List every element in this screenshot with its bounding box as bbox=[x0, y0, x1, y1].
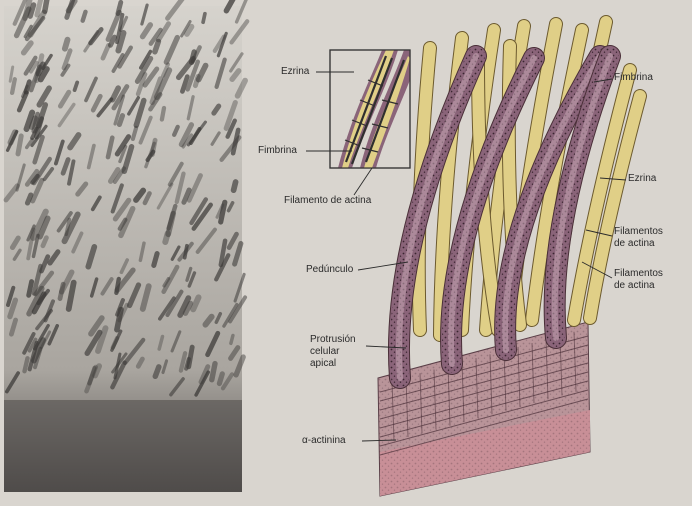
micrograph-streak bbox=[95, 366, 99, 375]
micrograph-streak bbox=[187, 27, 192, 34]
micrograph-streak bbox=[29, 282, 32, 296]
micrograph-streak bbox=[195, 76, 198, 85]
micrograph-streak bbox=[203, 14, 205, 23]
inset-magnification bbox=[330, 50, 410, 168]
micrograph-streak bbox=[43, 238, 47, 246]
stereocilia-diagram bbox=[306, 22, 640, 496]
micrograph-streak bbox=[155, 42, 159, 52]
label-ezrina-inset: Ezrina bbox=[281, 66, 309, 78]
micrograph-streak bbox=[185, 246, 187, 258]
micrograph-panel bbox=[4, 0, 247, 492]
label-filamentos-actina-1: Filamentos de actina bbox=[614, 226, 663, 250]
micrograph-streak bbox=[212, 364, 215, 380]
micrograph-streak bbox=[25, 358, 28, 371]
micrograph-streak bbox=[32, 118, 35, 127]
label-alfa-actinina: α-actinina bbox=[302, 435, 346, 447]
micrograph-streak bbox=[231, 336, 233, 344]
label-ezrina-right: Ezrina bbox=[628, 173, 656, 185]
micrograph-streak bbox=[75, 82, 78, 90]
micrograph-streak bbox=[219, 374, 222, 384]
label-filamento-actina: Filamento de actina bbox=[284, 195, 371, 207]
micrograph-streak bbox=[152, 140, 155, 154]
micrograph-streak bbox=[11, 132, 16, 142]
micrograph-streak bbox=[28, 195, 31, 203]
micrograph-streak bbox=[234, 182, 236, 190]
label-pedunculo: Pedúnculo bbox=[306, 264, 353, 276]
label-fimbrina-right: Fimbrina bbox=[614, 72, 653, 84]
micrograph-streak bbox=[154, 254, 157, 266]
label-fimbrina-inset: Fimbrina bbox=[258, 145, 297, 157]
label-protrusion: Protrusión celular apical bbox=[310, 334, 356, 370]
micrograph-streak bbox=[83, 12, 86, 21]
micrograph-streak bbox=[155, 367, 159, 376]
micrograph-streak bbox=[18, 136, 21, 154]
micrograph-streak bbox=[119, 116, 122, 125]
label-filamentos-actina-2: Filamentos de actina bbox=[614, 268, 663, 292]
micrograph-streak bbox=[186, 359, 189, 369]
micrograph-streak bbox=[65, 40, 68, 49]
micrograph-streak bbox=[118, 2, 121, 13]
micrograph-streak bbox=[162, 108, 164, 120]
micrograph-streak bbox=[12, 79, 15, 93]
